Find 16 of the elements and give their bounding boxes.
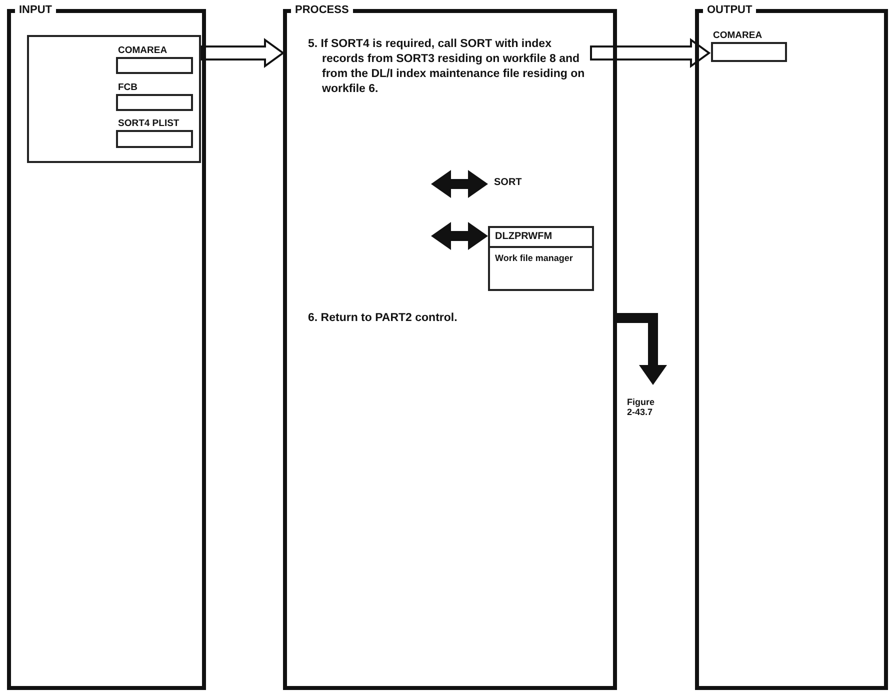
figure-reference: Figure 2-43.7 xyxy=(627,397,662,421)
step-text: 5. If SORT4 is required, call SORT with index records from SORT3 residing on workfile 8 and from the DL/I index maintenance file residing on workfile 6. xyxy=(308,37,590,108)
module-label: SORT xyxy=(494,177,525,191)
module-box xyxy=(488,226,594,291)
hollow-arrow xyxy=(590,38,711,68)
field-label: FCB xyxy=(118,82,138,93)
module-description: Work file manager xyxy=(494,252,574,265)
field-label: SORT4 PLIST xyxy=(118,118,180,129)
arrow xyxy=(431,222,488,250)
data-area-box xyxy=(27,35,201,163)
field-label: COMAREA xyxy=(118,45,168,56)
hollow-arrow xyxy=(200,38,285,68)
module-name: DLZPRWFM xyxy=(490,228,592,248)
field-label: COMAREA xyxy=(713,30,762,41)
step-text: 6. Return to PART2 control. xyxy=(308,311,500,327)
arrow xyxy=(431,170,488,198)
